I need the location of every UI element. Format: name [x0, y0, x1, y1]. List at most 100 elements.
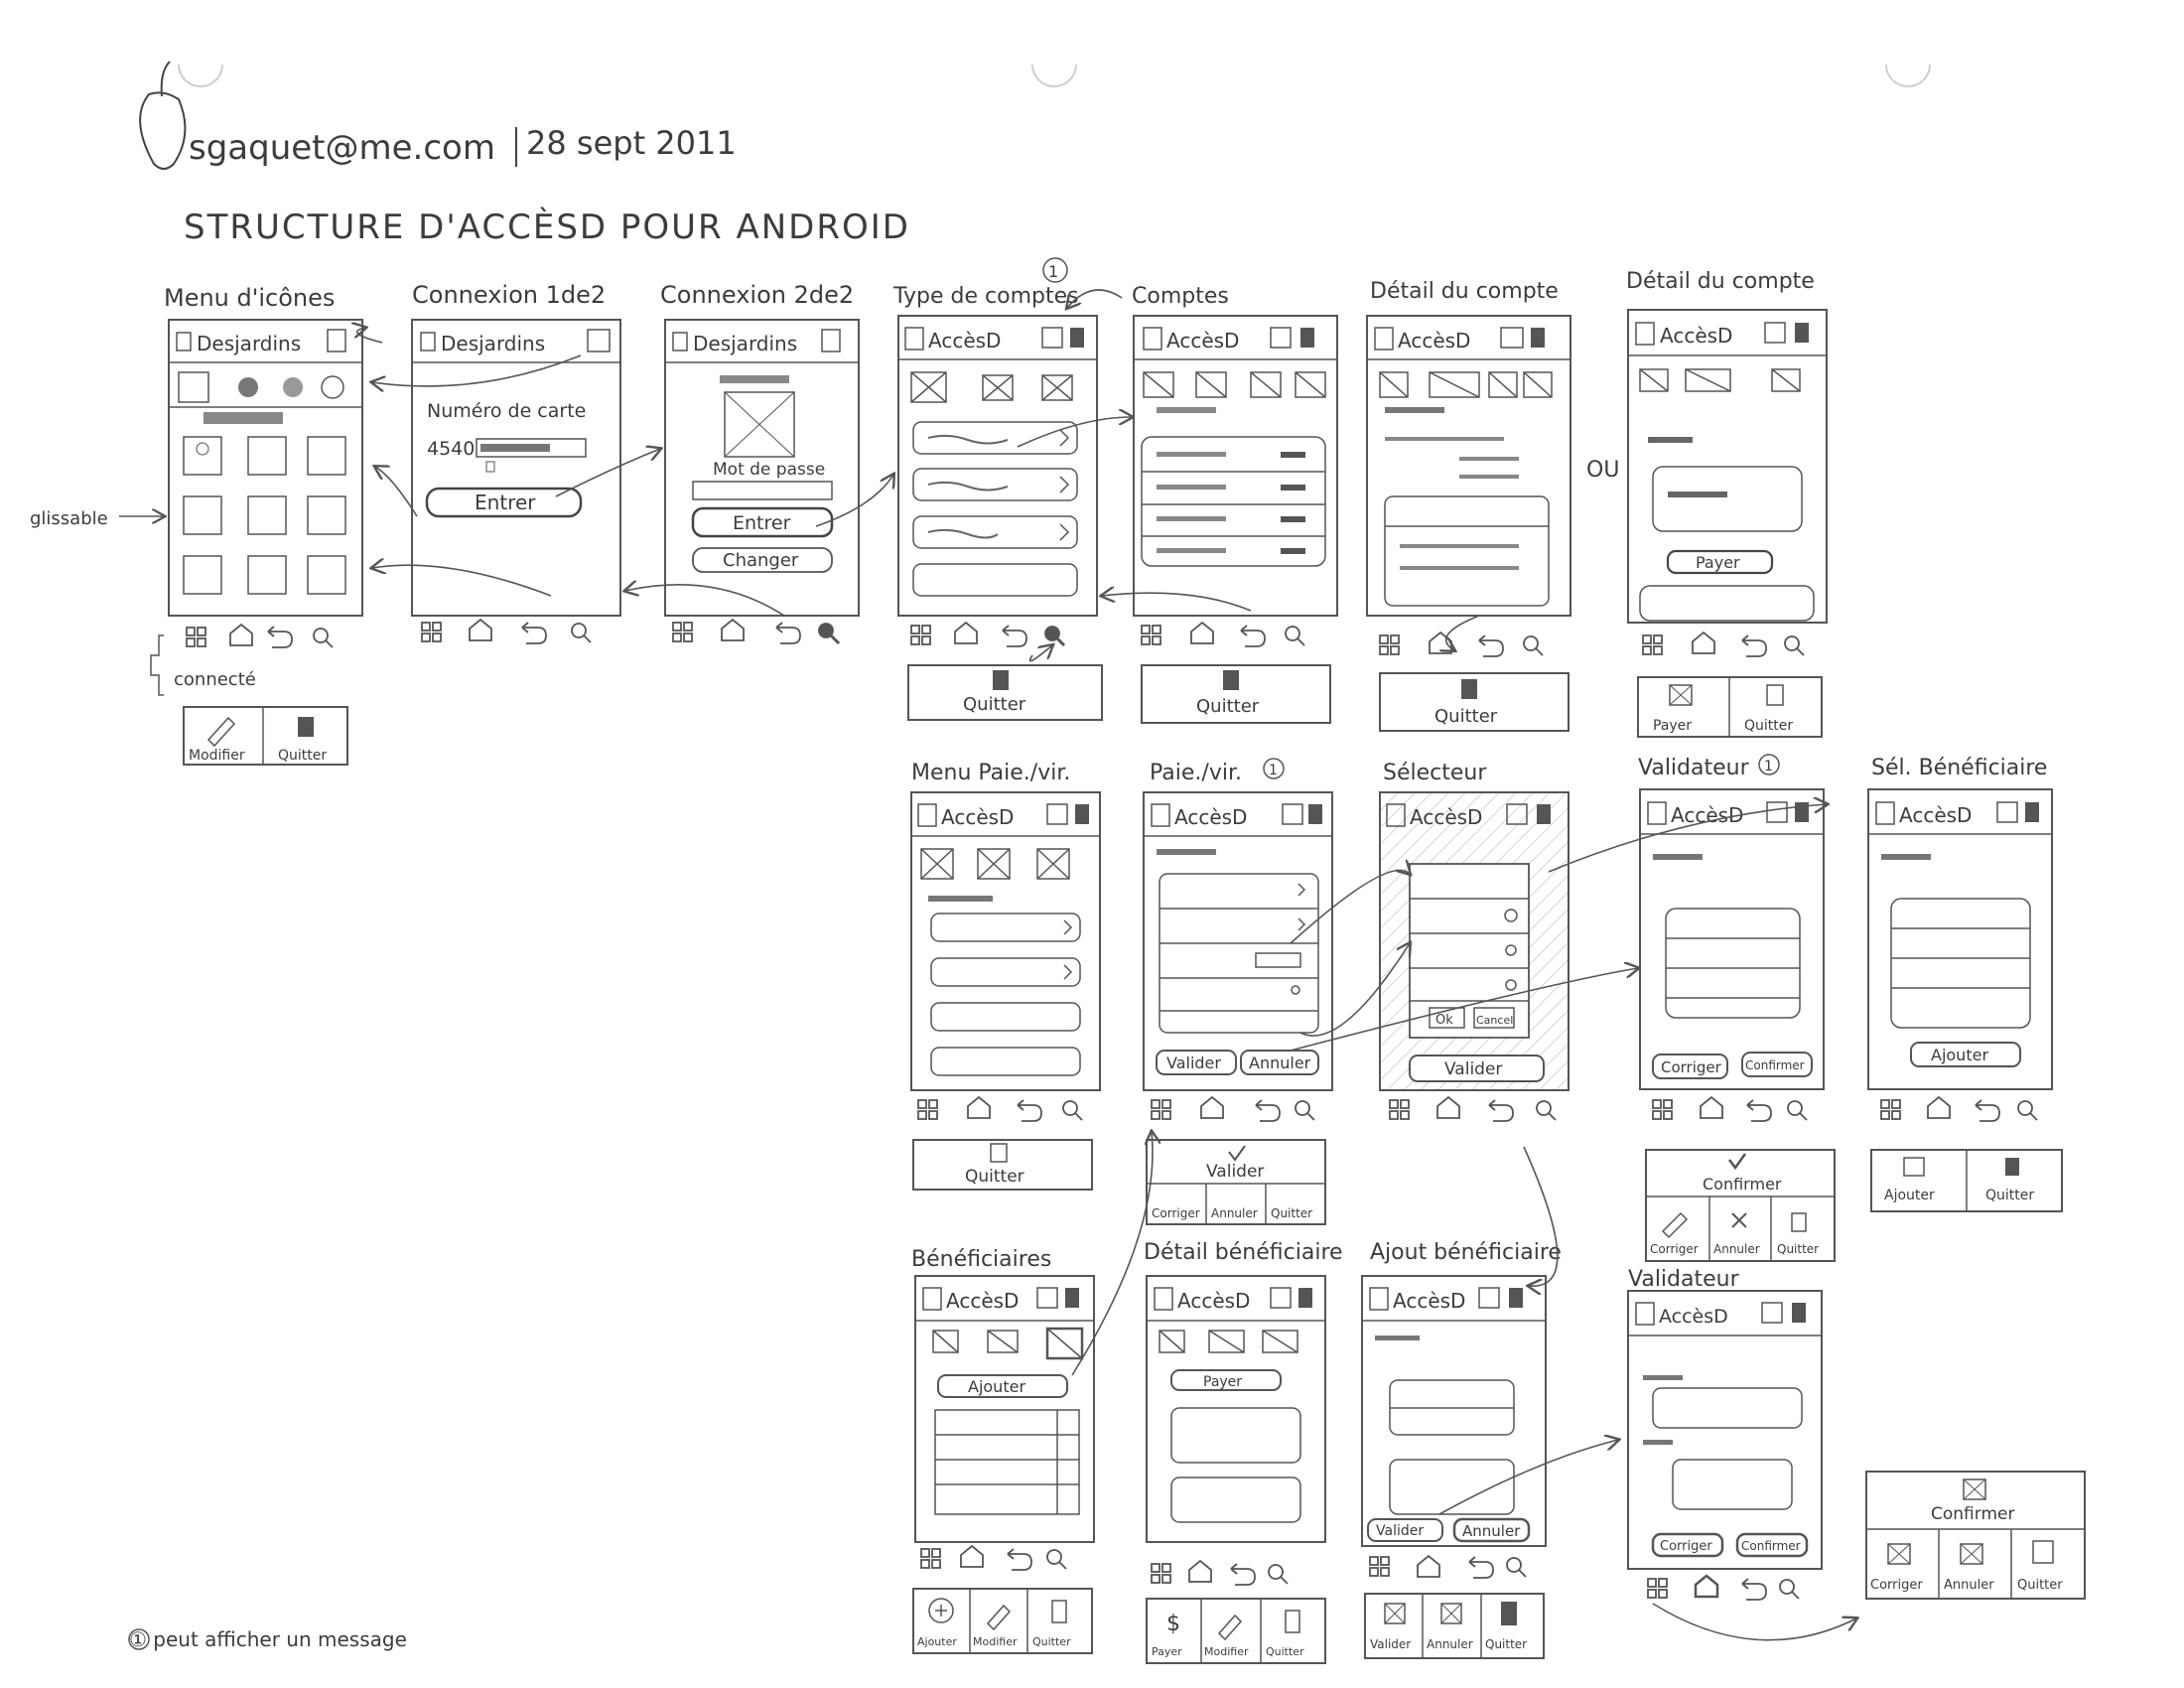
screen-title: Connexion 2de2: [660, 281, 854, 309]
menu-cancel[interactable]: Annuler: [1944, 1578, 1994, 1593]
softkeys: [920, 1544, 1067, 1571]
correct-button[interactable]: [1651, 1532, 1724, 1558]
screen-menu-paie: Menu Paie./vir. AccèsD: [910, 761, 1101, 1091]
screen-comptes: Comptes AccèsD: [1132, 284, 1338, 617]
menu-modifier[interactable]: Modifier: [1204, 1645, 1249, 1658]
pay-button[interactable]: [1666, 549, 1774, 575]
card-input[interactable]: [476, 438, 587, 458]
menu-payer-quitter: Payer Quitter: [1637, 676, 1823, 738]
screen-detail-compte-1: Détail du compte AccèsD: [1366, 279, 1571, 617]
menu-validate[interactable]: Valider: [1370, 1637, 1411, 1651]
quit-label[interactable]: Quitter: [965, 1167, 1024, 1187]
pay-label: Payer: [1203, 1374, 1242, 1390]
menu-quit[interactable]: Quitter: [1271, 1206, 1312, 1220]
screen-validateur-2: Validateur AccèsD Corriger Confirmer: [1627, 1267, 1823, 1570]
softkeys: [1379, 631, 1544, 657]
pay-icon: [1669, 684, 1693, 706]
label-connecte: connecté: [174, 669, 256, 690]
quit-label[interactable]: Quitter: [963, 694, 1026, 715]
screen-title: Menu d'icônes: [164, 284, 335, 312]
binder-holes: [178, 64, 1931, 87]
quit-label[interactable]: Quitter: [1196, 696, 1260, 717]
screen-title: Sél. Bénéficiaire: [1871, 756, 2047, 780]
enter-label: Entrer: [475, 491, 536, 514]
confirm-button[interactable]: [1735, 1532, 1809, 1558]
brand-label: AccèsD: [928, 329, 1001, 352]
add-icon: [1903, 1157, 1925, 1177]
cancel-button[interactable]: [1240, 1050, 1319, 1075]
card-prefix: 4540: [427, 438, 475, 460]
menu-quitter-3: Quitter: [1379, 672, 1570, 732]
cancel-label: Annuler: [1462, 1522, 1521, 1540]
lock-icon: [1051, 1600, 1067, 1623]
label-glissable: glissable: [30, 508, 108, 529]
menu-quit[interactable]: Quitter: [2017, 1578, 2063, 1593]
brand-label: AccèsD: [1177, 1289, 1250, 1313]
menu-quit[interactable]: Quitter: [1266, 1645, 1304, 1658]
validate-button[interactable]: [1409, 1055, 1545, 1082]
menu-detail-benef: $ Payer Modifier Quitter: [1146, 1598, 1326, 1664]
screen-title: Sélecteur: [1383, 761, 1487, 785]
validate-button[interactable]: [1367, 1518, 1443, 1542]
menu-add[interactable]: Ajouter: [1884, 1188, 1935, 1203]
enter-button[interactable]: [425, 487, 583, 518]
validate-button[interactable]: [1156, 1050, 1237, 1075]
ok-button[interactable]: [1429, 1007, 1465, 1029]
correct-button[interactable]: [1652, 1054, 1728, 1079]
menu-cancel[interactable]: Annuler: [1427, 1637, 1473, 1651]
validate-icon: [1384, 1603, 1406, 1624]
menu-cancel[interactable]: Annuler: [1211, 1206, 1258, 1220]
menu-modifier[interactable]: Modifier: [189, 748, 245, 764]
menu-correct[interactable]: Corriger: [1870, 1578, 1923, 1593]
quit-label[interactable]: Quitter: [1434, 706, 1498, 727]
add-label: Ajouter: [1931, 1046, 1988, 1064]
menu-pay[interactable]: Payer: [1653, 718, 1692, 734]
change-button[interactable]: [692, 547, 833, 573]
menu-confirmer-big: Confirmer Corriger Annuler Quitter: [1865, 1471, 2086, 1600]
selector-dialog[interactable]: [1409, 863, 1530, 1039]
menu-title[interactable]: Valider: [1206, 1162, 1264, 1182]
screen-detail-beneficiaire: Détail bénéficiaire AccèsD Payer: [1144, 1240, 1343, 1543]
screen-title: Ajout bénéficiaire: [1370, 1240, 1562, 1265]
menu-cancel[interactable]: Annuler: [1713, 1242, 1760, 1256]
softkeys: [1647, 1574, 1800, 1601]
add-button[interactable]: [937, 1374, 1068, 1398]
menu-quit[interactable]: Quitter: [1485, 1637, 1527, 1651]
close-icon: [1731, 1212, 1747, 1228]
password-input[interactable]: [692, 481, 833, 500]
pay-label: Payer: [1696, 553, 1740, 572]
softkeys: [672, 618, 841, 645]
add-button[interactable]: [1910, 1042, 2021, 1067]
brand-label: AccèsD: [1899, 803, 1972, 827]
dollar-icon: $: [1166, 1612, 1180, 1636]
pencil-icon: [1661, 1211, 1689, 1239]
brand-label: AccèsD: [1671, 803, 1743, 827]
brand-label: AccèsD: [1174, 805, 1247, 829]
enter-button[interactable]: [691, 506, 834, 538]
correct-label: Corriger: [1660, 1539, 1712, 1554]
cancel-button[interactable]: [1473, 1007, 1515, 1029]
menu-quit[interactable]: Quitter: [278, 748, 327, 764]
screen-title: Détail du compte: [1370, 279, 1559, 304]
confirm-icon: [1963, 1478, 1986, 1500]
menu-add[interactable]: Ajouter: [917, 1635, 957, 1648]
menu-title[interactable]: Confirmer: [1931, 1504, 2014, 1524]
menu-pay[interactable]: Payer: [1152, 1645, 1182, 1658]
menu-quit[interactable]: Quitter: [1744, 718, 1793, 734]
menu-modifier[interactable]: Modifier: [973, 1635, 1018, 1648]
pencil-icon: [206, 716, 236, 748]
menu-correct[interactable]: Corriger: [1152, 1206, 1200, 1220]
cancel-button[interactable]: [1452, 1517, 1531, 1543]
menu-quit[interactable]: Quitter: [1985, 1188, 2034, 1203]
menu-title[interactable]: Confirmer: [1703, 1175, 1782, 1194]
menu-quit[interactable]: Quitter: [1777, 1242, 1819, 1256]
pay-button[interactable]: [1170, 1369, 1282, 1391]
confirm-button[interactable]: [1741, 1052, 1813, 1077]
softkeys: [910, 621, 1066, 647]
menu-benef: Ajouter Modifier Quitter: [912, 1588, 1093, 1654]
menu-quitter-4: Quitter: [912, 1139, 1093, 1191]
menu-quit[interactable]: Quitter: [1032, 1635, 1071, 1648]
menu-correct[interactable]: Corriger: [1650, 1242, 1699, 1256]
screen-sel-beneficiaire: Sél. Bénéficiaire AccèsD Ajouter: [1867, 756, 2053, 1090]
lock-icon: [298, 717, 314, 737]
